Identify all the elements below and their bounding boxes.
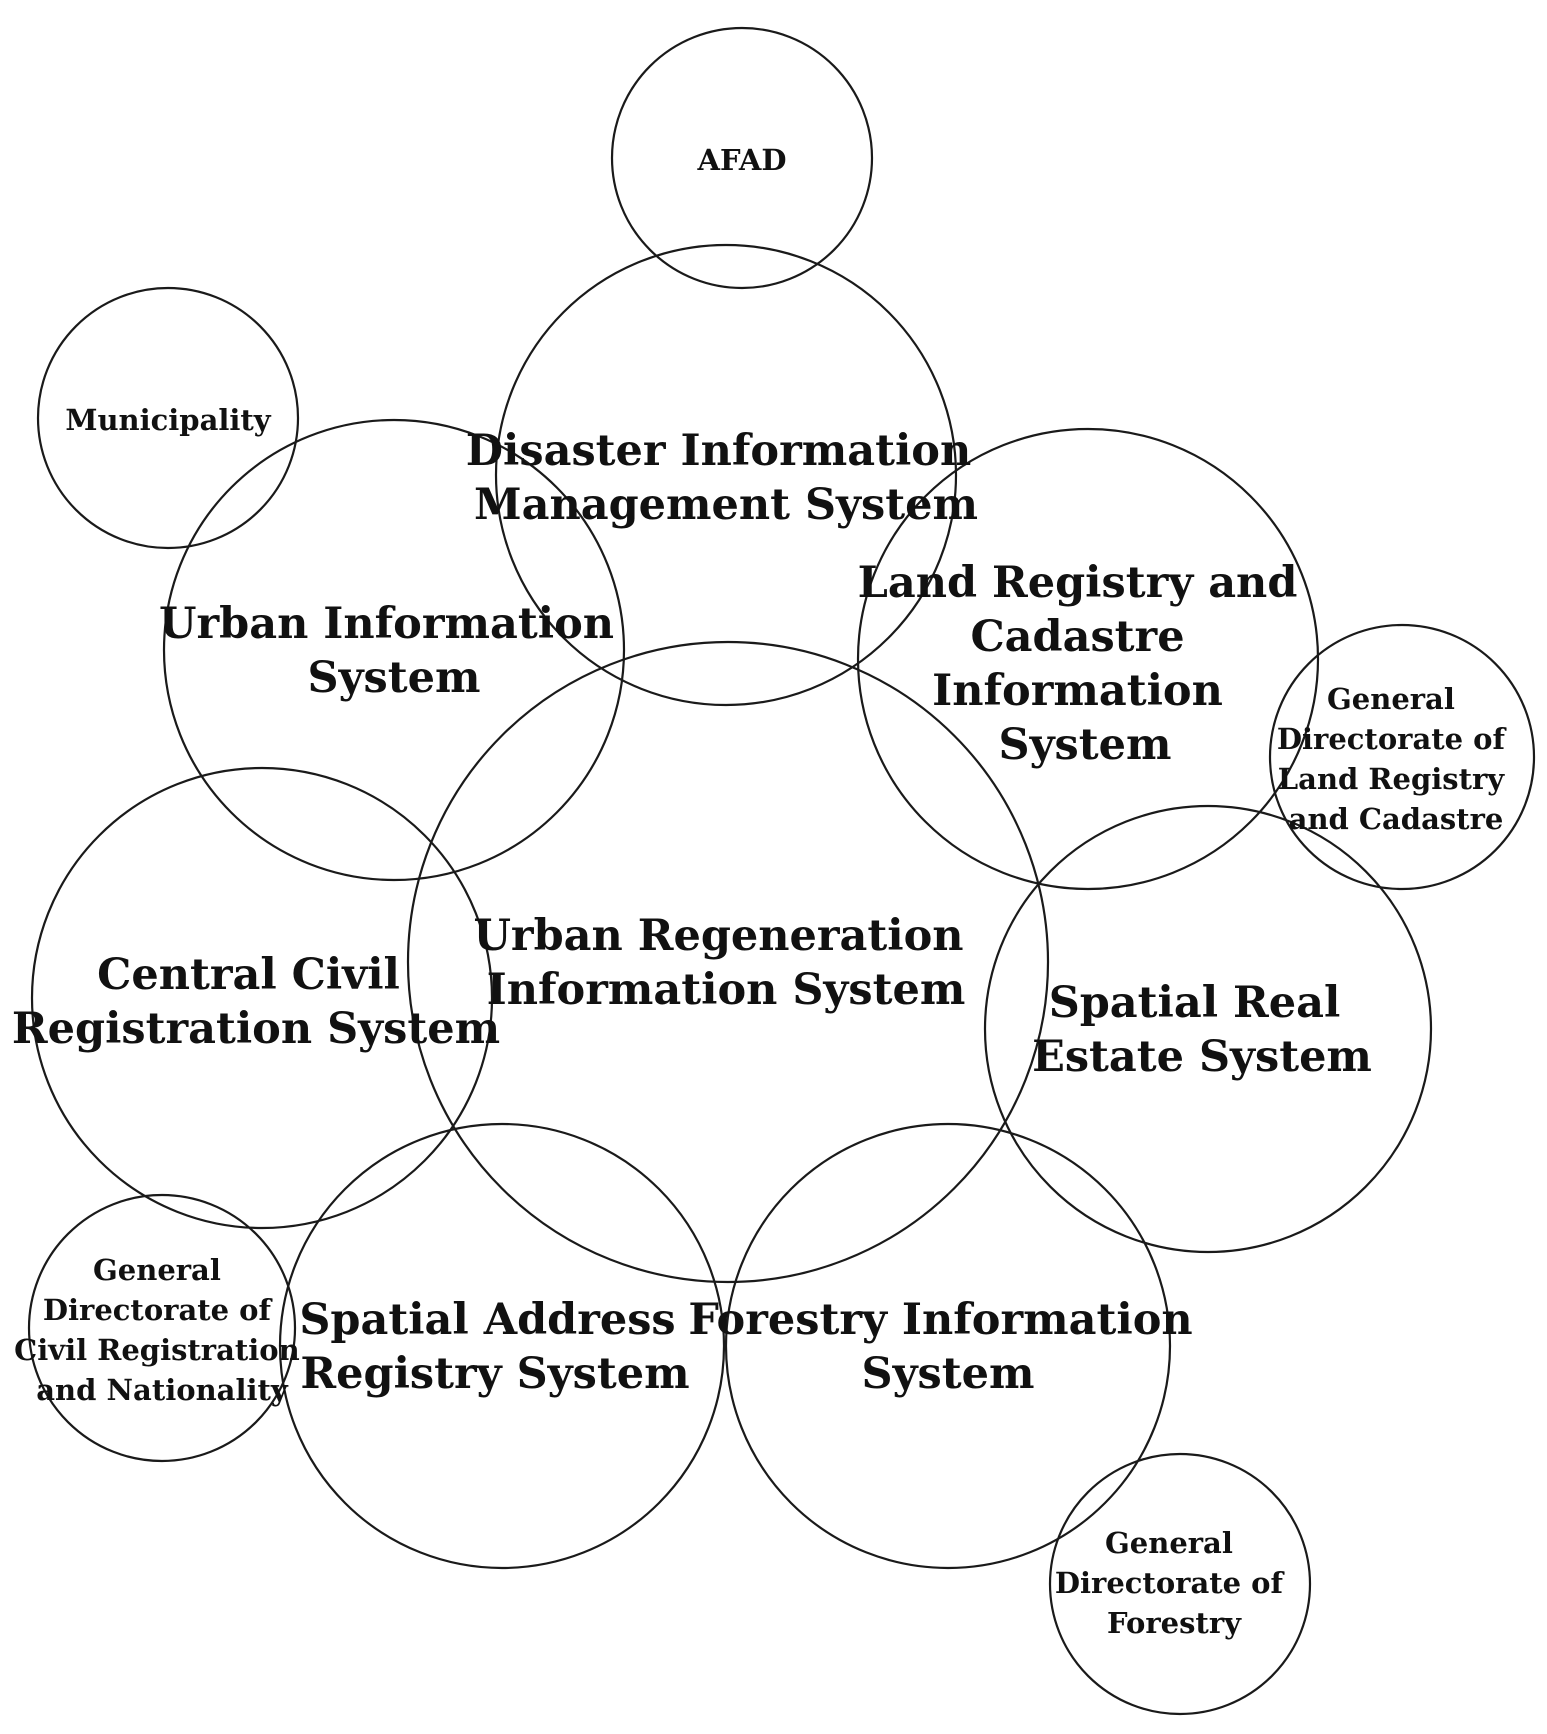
gd-civil-registration-label-line-4: and Nationality: [36, 1373, 289, 1407]
urban-regeneration-label-line-2: Information System: [487, 965, 966, 1015]
urban-info-label-line-2: System: [308, 653, 481, 703]
urban-information-system-circle: [162, 418, 626, 882]
gd-land-registry-label-line-3: Land Registry: [1278, 762, 1505, 796]
disaster-information-management-system-label: Disaster Information Management System: [466, 426, 986, 530]
gd-forestry-label-line-1: General: [1105, 1526, 1233, 1560]
general-directorate-of-civil-registration-and-nationality-label: General Directorate of Civil Registratio…: [14, 1253, 310, 1407]
urban-regeneration-label-line-1: Urban Regeneration: [473, 911, 963, 961]
disaster-information-management-system-circle: [494, 243, 958, 707]
forestry-label-line-2: System: [862, 1349, 1035, 1399]
spatial-address-registry-system-circle: [278, 1122, 726, 1570]
gd-land-registry-label-line-4: and Cadastre: [1289, 802, 1504, 836]
general-directorate-of-forestry-circle: [1048, 1452, 1312, 1716]
municipality-label-line: Municipality: [65, 403, 271, 437]
spatial-real-estate-system-label: Spatial Real Estate System: [1032, 978, 1372, 1082]
urban-information-system-label: Urban Information System: [159, 599, 629, 703]
gd-civil-registration-label-line-1: General: [93, 1253, 221, 1287]
general-directorate-of-land-registry-and-cadastre-label: General Directorate of Land Registry and…: [1277, 682, 1515, 836]
spatial-address-registry-system-label: Spatial Address Registry System: [299, 1295, 690, 1399]
urban-info-label-line-1: Urban Information: [159, 599, 614, 649]
urban-regeneration-information-system-circle: [406, 640, 1050, 1284]
land-registry-label-line-1: Land Registry and: [858, 558, 1298, 608]
spatial-real-estate-label-line-2: Estate System: [1032, 1032, 1372, 1082]
municipality-circle: [36, 286, 300, 550]
forestry-information-system-label: Forestry Information System: [688, 1295, 1207, 1399]
disaster-label-line-2: Management System: [474, 480, 978, 530]
gd-land-registry-label-line-2: Directorate of: [1277, 722, 1508, 756]
forestry-information-system-circle: [724, 1122, 1172, 1570]
spatial-address-label-line-1: Spatial Address: [299, 1295, 675, 1345]
forestry-label-line-1: Forestry Information: [688, 1295, 1192, 1345]
gd-land-registry-label-line-1: General: [1327, 682, 1455, 716]
afad-circle: [610, 26, 874, 290]
urban-regeneration-information-system-label: Urban Regeneration Information System: [473, 911, 978, 1015]
spatial-real-estate-label-line-1: Spatial Real: [1049, 978, 1341, 1028]
general-directorate-of-land-registry-and-cadastre-circle: [1268, 623, 1536, 891]
general-directorate-of-civil-registration-and-nationality-circle: [27, 1193, 297, 1463]
municipality-label: Municipality: [65, 403, 271, 437]
labels: AFAD Municipality Disaster Information M…: [12, 143, 1515, 1640]
central-civil-label-line-1: Central Civil: [97, 950, 400, 1000]
gd-civil-registration-label-line-3: Civil Registration: [14, 1333, 300, 1367]
central-civil-registration-system-label: Central Civil Registration System: [12, 950, 500, 1054]
land-registry-label-line-3: Information: [932, 666, 1223, 716]
land-registry-and-cadastre-information-system-circle: [856, 427, 1320, 891]
land-registry-label-line-2: Cadastre: [970, 612, 1184, 662]
land-registry-label-line-4: System: [999, 720, 1172, 770]
general-directorate-of-forestry-label: General Directorate of Forestry: [1055, 1526, 1293, 1640]
spatial-address-label-line-2: Registry System: [300, 1349, 689, 1399]
land-registry-and-cadastre-information-system-label: Land Registry and Cadastre Information S…: [858, 558, 1313, 770]
gd-forestry-label-line-2: Directorate of: [1055, 1566, 1286, 1600]
central-civil-registration-system-circle: [30, 766, 494, 1230]
central-civil-label-line-2: Registration System: [12, 1004, 500, 1054]
gd-forestry-label-line-3: Forestry: [1107, 1606, 1242, 1640]
spatial-real-estate-system-circle: [983, 804, 1433, 1254]
gd-civil-registration-label-line-2: Directorate of: [43, 1293, 274, 1327]
afad-label-line: AFAD: [696, 143, 786, 177]
disaster-label-line-1: Disaster Information: [466, 426, 971, 476]
afad-label: AFAD: [696, 143, 786, 177]
circles: [27, 26, 1536, 1716]
